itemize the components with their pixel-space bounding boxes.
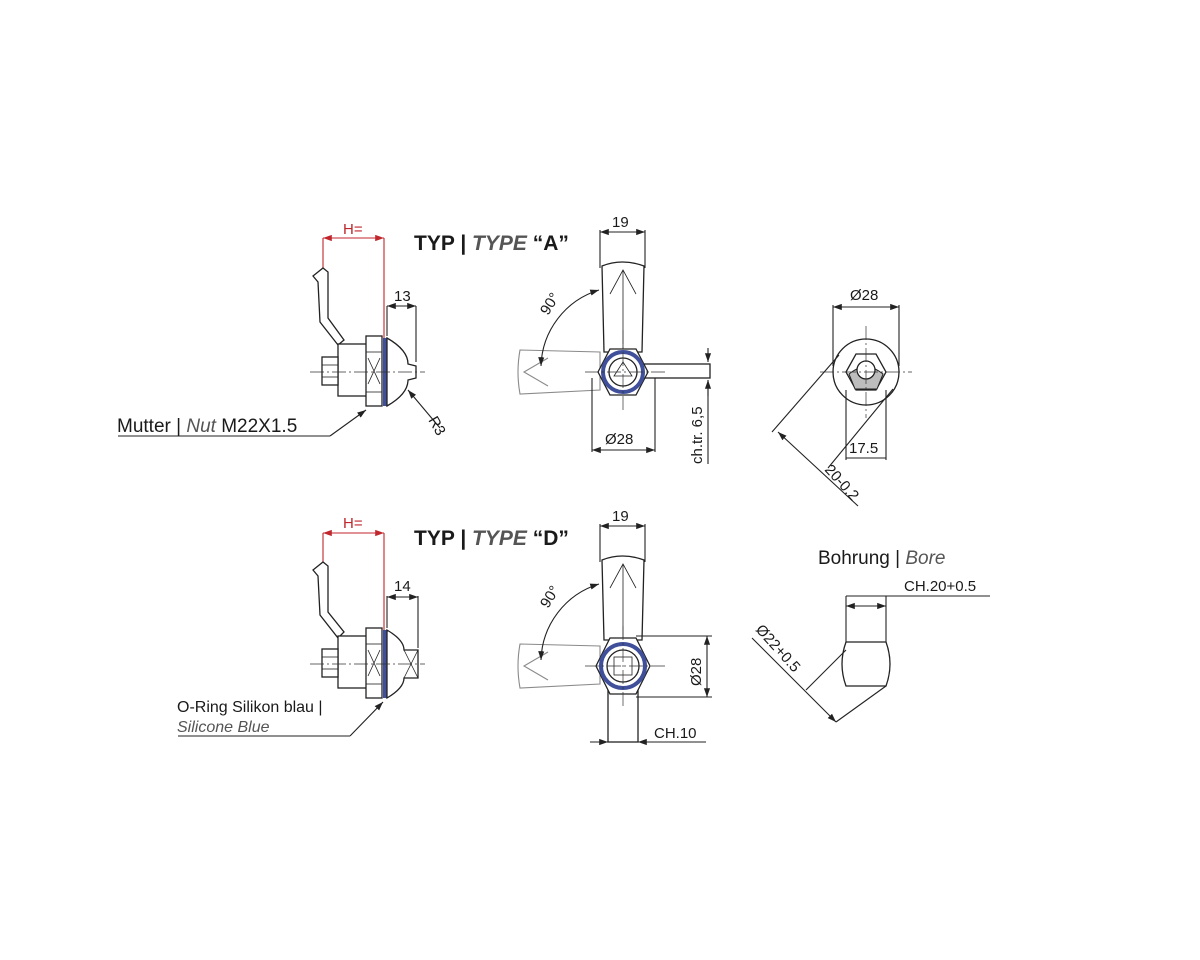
- type-a-dia-28-side: Ø28: [850, 287, 878, 304]
- type-d-dia-28: Ø28: [688, 658, 705, 686]
- type-a-typ: TYP: [414, 232, 455, 255]
- type-a-r3-label: R3: [425, 414, 449, 439]
- bore-sep: |: [895, 548, 900, 569]
- type-d-ch10: CH.10: [654, 725, 697, 742]
- nut-en: Nut: [186, 416, 216, 437]
- type-a-h-label: H=: [343, 221, 363, 238]
- bore-view: [751, 595, 990, 723]
- type-a-chtr: ch.tr. 6,5: [689, 406, 706, 464]
- type-d-dim-19: 19: [612, 508, 629, 525]
- type-a-dim-175: 17.5: [849, 440, 878, 457]
- nut-thread: M22X1.5: [221, 416, 297, 437]
- bore-ch: CH.20+0.5: [904, 578, 976, 595]
- type-a-side-view: [118, 234, 441, 437]
- bore-de: Bohrung: [818, 548, 890, 569]
- type-a-nut-label: Mutter | Nut M22X1.5: [117, 416, 297, 437]
- type-a-sep: |: [460, 232, 466, 255]
- type-d-title: TYP | TYPE “D”: [414, 527, 569, 550]
- type-a-dim-19: 19: [612, 214, 629, 231]
- type-d-h-label: H=: [343, 515, 363, 532]
- type-d-oring-de: O-Ring Silikon blau |: [177, 699, 323, 716]
- type-a-dia-28-front: Ø28: [605, 431, 633, 448]
- bore-title: Bohrung | Bore: [818, 548, 945, 569]
- bore-en: Bore: [905, 548, 945, 569]
- nut-de: Mutter: [117, 416, 172, 437]
- type-d-angle: 90°: [537, 583, 563, 611]
- type-a-dim-13: 13: [394, 288, 411, 305]
- type-a-dim-20: 20-0.2: [821, 461, 862, 504]
- type-a-letter: “A”: [533, 232, 569, 255]
- bore-dia: Ø22+0.5: [752, 621, 803, 675]
- type-d-front-view: [517, 522, 712, 746]
- type-d-oring-en: Silicone Blue: [177, 719, 270, 736]
- type-a-front-view: [517, 228, 712, 464]
- nut-sep: |: [176, 416, 181, 437]
- type-a-end-view: [771, 303, 912, 507]
- type-a-angle: 90°: [537, 290, 563, 318]
- type-d-typ: TYP: [414, 527, 455, 550]
- type-d-type-word: TYPE: [472, 527, 528, 550]
- type-d-dim-14: 14: [394, 578, 411, 595]
- type-d-sep: |: [460, 527, 466, 550]
- type-a-type-word: TYPE: [472, 232, 528, 255]
- type-d-letter: “D”: [533, 527, 569, 550]
- type-d-side-view: [178, 529, 425, 737]
- type-a-title: TYP | TYPE “A”: [414, 232, 569, 255]
